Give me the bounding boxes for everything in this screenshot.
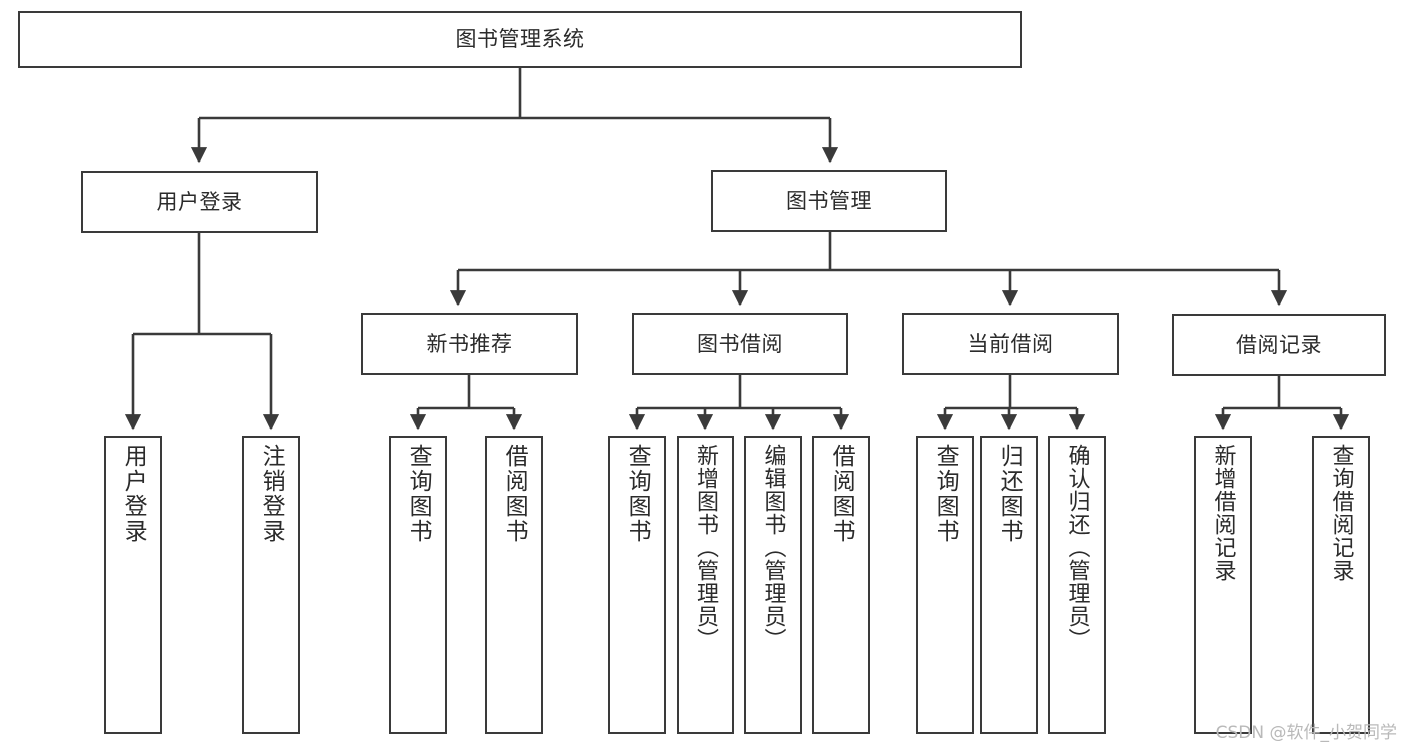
node-leaf-edit-book-label: 编辑图书（管理员）	[760, 444, 786, 651]
node-leaf-borrow-book-1[interactable]: 借阅图书	[485, 436, 543, 734]
node-leaf-query-book-2-label: 查询图书	[624, 444, 651, 544]
node-leaf-query-book-1[interactable]: 查询图书	[389, 436, 447, 734]
node-leaf-logout-login[interactable]: 注销登录	[242, 436, 300, 734]
node-leaf-query-book-3-label: 查询图书	[932, 444, 959, 544]
node-leaf-add-book[interactable]: 新增图书（管理员）	[677, 436, 734, 734]
node-leaf-borrow-book-2[interactable]: 借阅图书	[812, 436, 870, 734]
node-new-book-recommend-label: 新书推荐	[426, 331, 513, 356]
node-leaf-logout-login-label: 注销登录	[258, 444, 285, 544]
node-leaf-borrow-book-2-label: 借阅图书	[828, 444, 855, 544]
node-root[interactable]: 图书管理系统	[18, 11, 1022, 68]
node-leaf-confirm-return[interactable]: 确认归还（管理员）	[1048, 436, 1106, 734]
node-leaf-borrow-book-1-label: 借阅图书	[501, 444, 528, 544]
node-book-borrow[interactable]: 图书借阅	[632, 313, 848, 375]
node-root-label: 图书管理系统	[455, 27, 585, 52]
node-leaf-query-record-label: 查询借阅记录	[1328, 444, 1354, 582]
node-current-borrow[interactable]: 当前借阅	[902, 313, 1119, 375]
node-leaf-add-record[interactable]: 新增借阅记录	[1194, 436, 1252, 734]
node-book-borrow-label: 图书借阅	[697, 331, 783, 356]
node-book-manage-label: 图书管理	[786, 188, 872, 213]
node-leaf-query-book-1-label: 查询图书	[405, 444, 432, 544]
node-leaf-add-book-label: 新增图书（管理员）	[693, 444, 719, 651]
node-leaf-query-record[interactable]: 查询借阅记录	[1312, 436, 1370, 734]
node-leaf-add-record-label: 新增借阅记录	[1210, 444, 1236, 582]
node-book-manage[interactable]: 图书管理	[711, 170, 947, 232]
node-current-borrow-label: 当前借阅	[967, 331, 1054, 356]
node-borrow-record[interactable]: 借阅记录	[1172, 314, 1386, 376]
node-leaf-query-book-3[interactable]: 查询图书	[916, 436, 974, 734]
watermark: CSDN @软件_小贺同学	[1215, 723, 1397, 743]
node-leaf-user-login-label: 用户登录	[120, 444, 147, 544]
node-leaf-edit-book[interactable]: 编辑图书（管理员）	[744, 436, 802, 734]
node-leaf-return-book[interactable]: 归还图书	[980, 436, 1038, 734]
node-borrow-record-label: 借阅记录	[1236, 332, 1322, 357]
node-leaf-return-book-label: 归还图书	[996, 444, 1023, 544]
node-new-book-recommend[interactable]: 新书推荐	[361, 313, 578, 375]
node-user-login[interactable]: 用户登录	[81, 171, 318, 233]
node-leaf-confirm-return-label: 确认归还（管理员）	[1064, 444, 1090, 651]
node-leaf-user-login[interactable]: 用户登录	[104, 436, 162, 734]
node-user-login-label: 用户登录	[156, 189, 243, 214]
node-leaf-query-book-2[interactable]: 查询图书	[608, 436, 666, 734]
